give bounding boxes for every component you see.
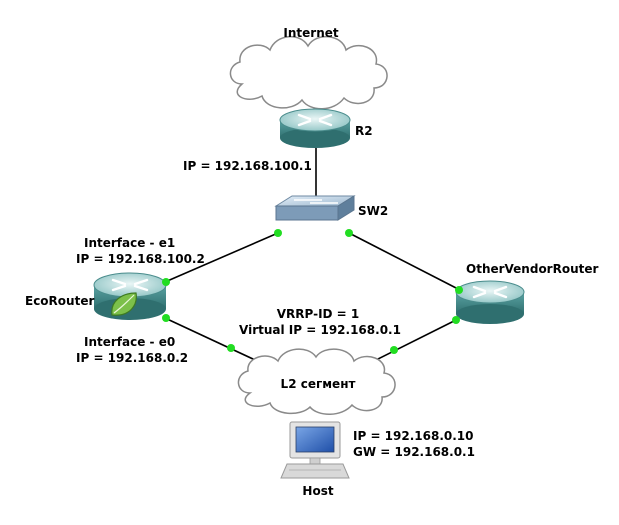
vrrp-id-label: VRRP-ID = 1: [277, 307, 360, 321]
ecorouter-label: EcoRouter: [25, 294, 94, 308]
links: [164, 148, 461, 367]
r2-label: R2: [355, 124, 373, 138]
other-vendor-router-icon[interactable]: [455, 280, 525, 324]
link-sw2-other: [348, 232, 461, 291]
r2-router-icon[interactable]: [279, 108, 351, 148]
ports: [162, 229, 463, 354]
virtual-ip-label: Virtual IP = 192.168.0.1: [239, 323, 401, 337]
ecorouter-e0-label: Interface - e0: [84, 335, 175, 349]
port-dot: [390, 346, 398, 354]
l2-segment-label: L2 сегмент: [281, 377, 356, 391]
ecorouter-e1-ip: IP = 192.168.100.2: [76, 252, 205, 266]
link-sw2-ecorouter: [164, 232, 279, 283]
other-router-label: OtherVendorRouter: [466, 262, 599, 276]
port-dot: [227, 344, 235, 352]
sw2-switch-icon[interactable]: [274, 195, 356, 221]
ecorouter-e1-label: Interface - e1: [84, 236, 175, 250]
leaf-icon: [111, 292, 137, 316]
host-gw-label: GW = 192.168.0.1: [353, 445, 475, 459]
r2-ip-label: IP = 192.168.100.1: [183, 159, 312, 173]
port-dot: [345, 229, 353, 237]
internet-cloud-icon[interactable]: [229, 36, 388, 110]
ecorouter-router-icon[interactable]: [93, 272, 167, 320]
port-dot: [162, 314, 170, 322]
host-ip-label: IP = 192.168.0.10: [353, 429, 474, 443]
host-computer-icon[interactable]: [280, 421, 350, 479]
port-dot: [452, 316, 460, 324]
internet-label: Internet: [283, 26, 338, 40]
link-other-l2: [371, 319, 457, 363]
sw2-label: SW2: [358, 204, 388, 218]
ecorouter-e0-ip: IP = 192.168.0.2: [76, 351, 188, 365]
port-dot: [455, 286, 463, 294]
port-dot: [162, 278, 170, 286]
port-dot: [274, 229, 282, 237]
l2-cloud-icon[interactable]: [237, 348, 396, 415]
link-ecorouter-l2: [164, 317, 269, 367]
host-label: Host: [302, 484, 333, 498]
